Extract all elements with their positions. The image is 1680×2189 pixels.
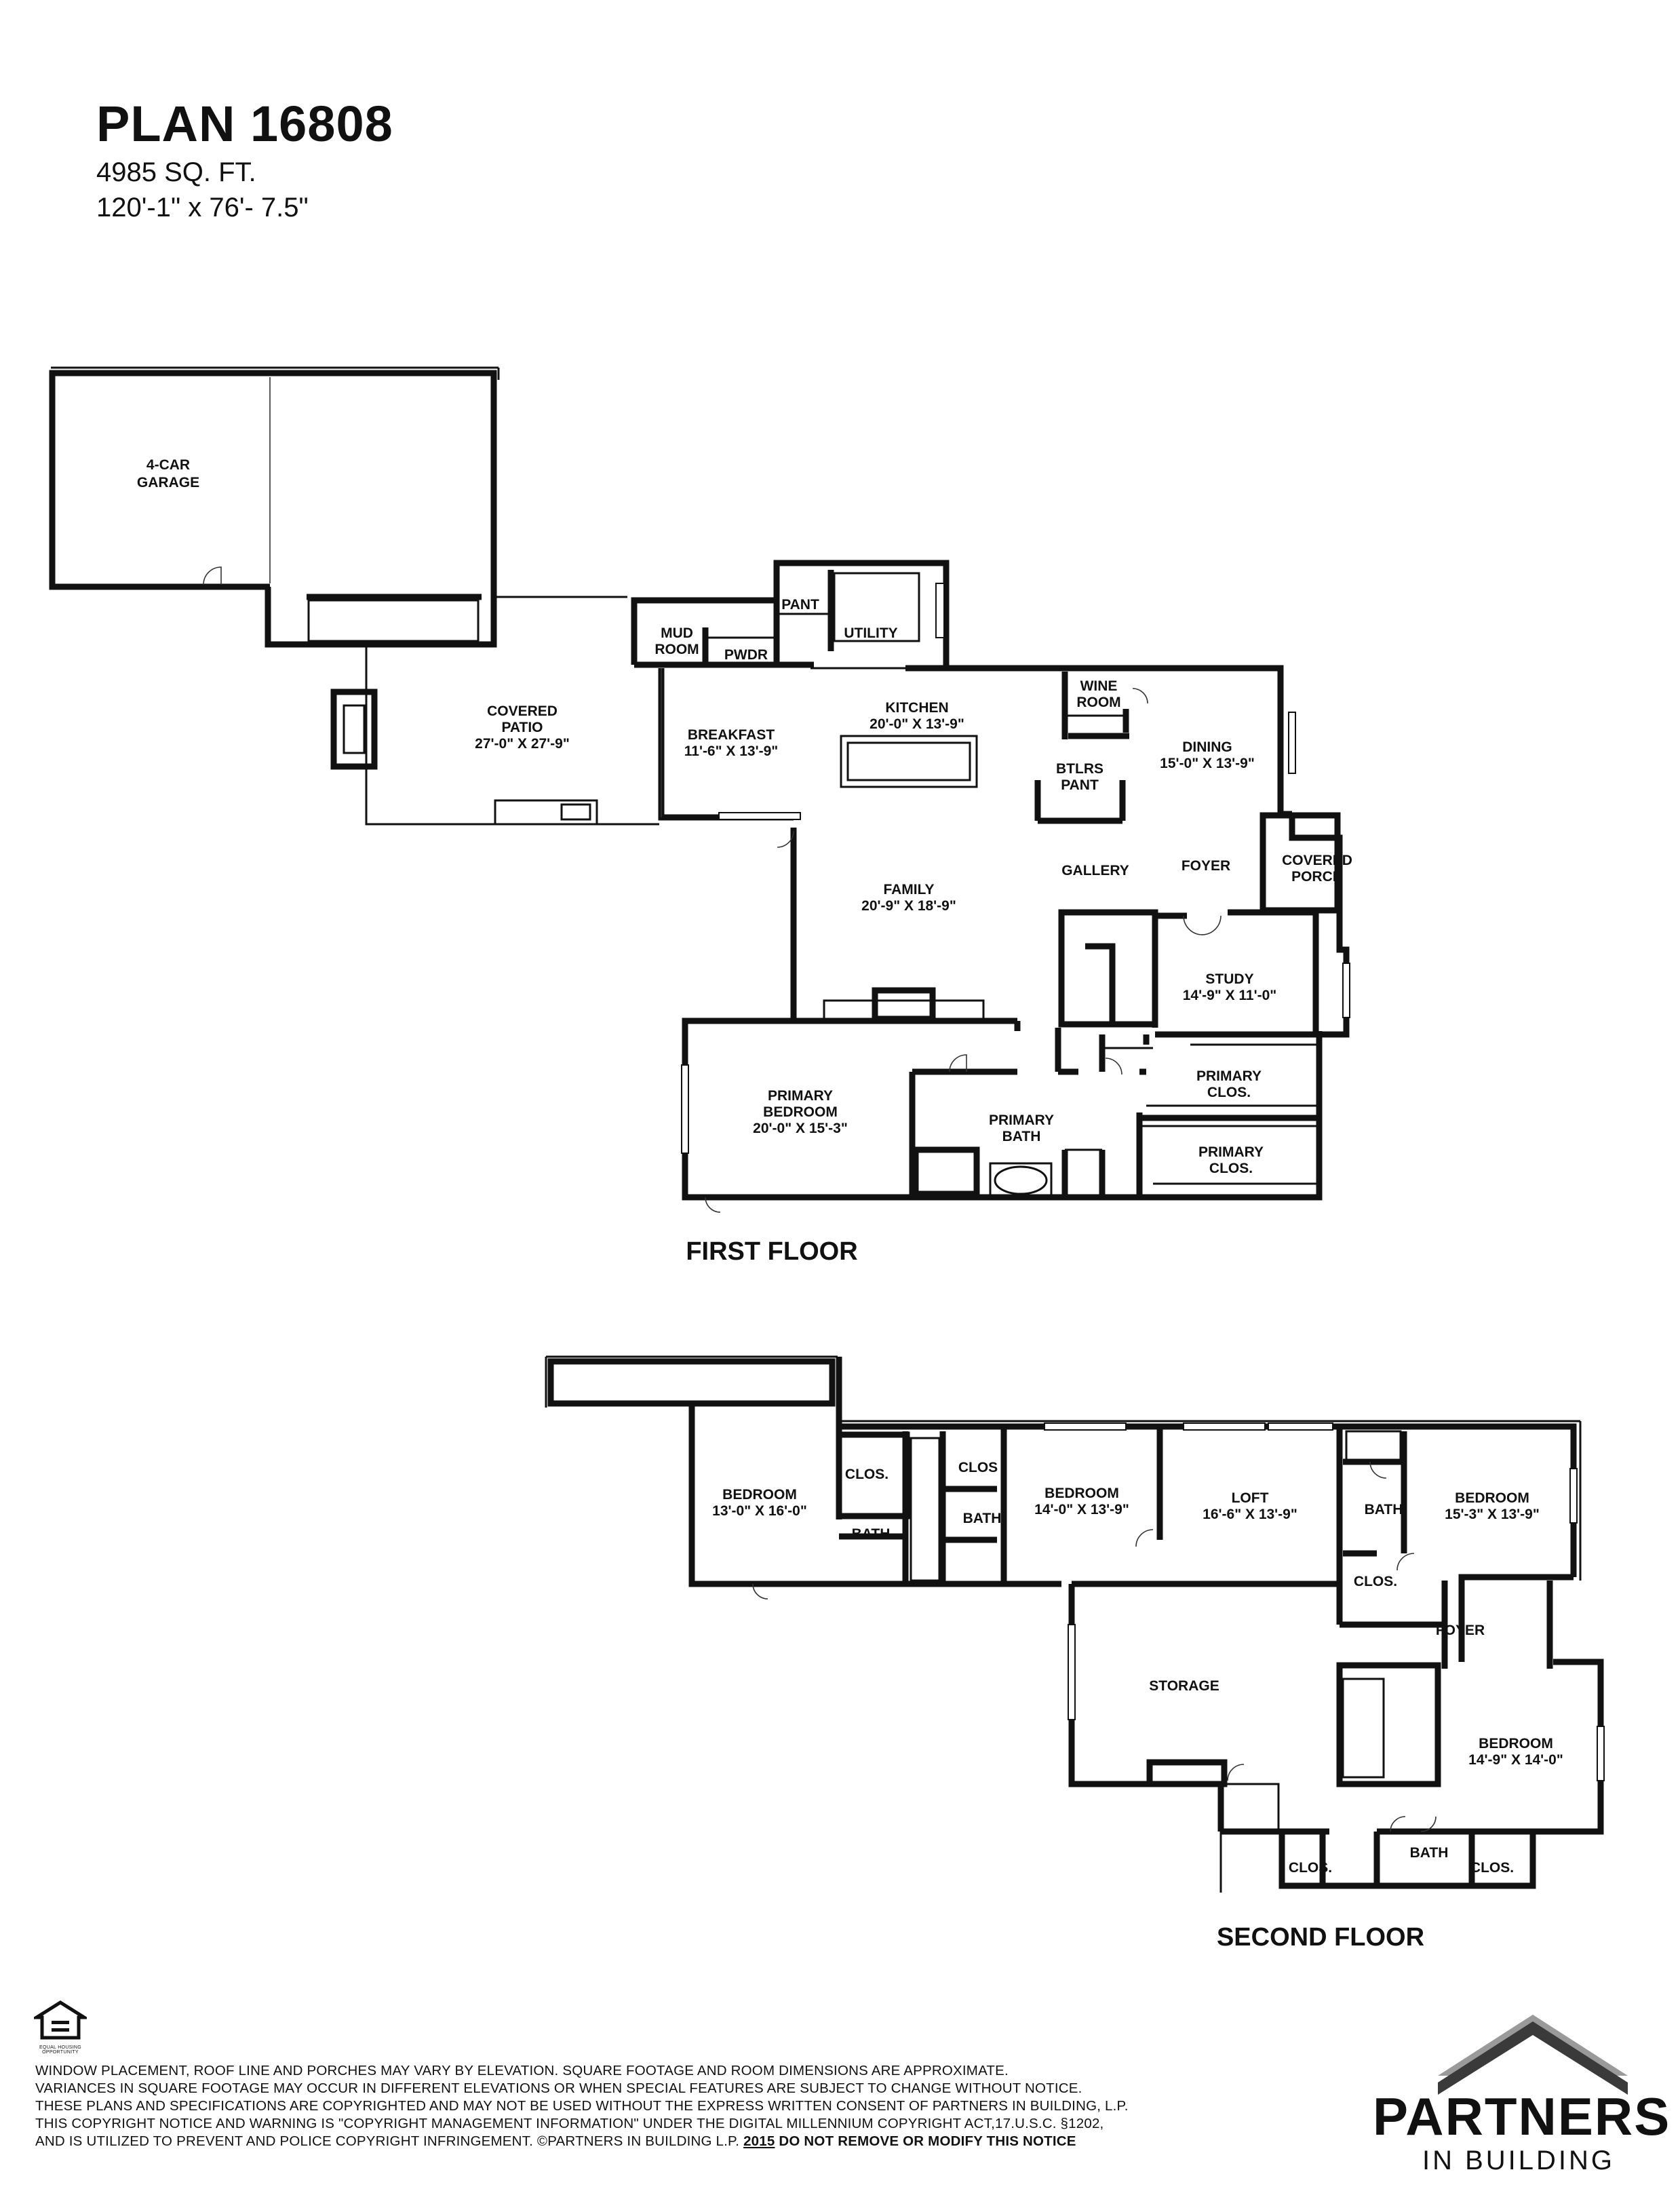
equal-housing-logo: EQUAL HOUSING OPPORTUNITY	[31, 2000, 90, 2055]
room-label-closet-5b: CLOS.	[1470, 1860, 1514, 1876]
equal-housing-icon	[31, 2000, 90, 2040]
partners-logo-subtitle: IN BUILDING	[1422, 2146, 1616, 2175]
copyright-year: 2015	[743, 2133, 775, 2149]
second-floor-walls	[545, 1355, 1605, 1893]
room-label-closet-4: CLOS.	[1354, 1574, 1397, 1589]
disclaimer-line-1: WINDOW PLACEMENT, ROOF LINE AND PORCHES …	[35, 2063, 1009, 2078]
room-label-bath-4: BATH	[1365, 1502, 1403, 1517]
copyright-disclaimer: WINDOW PLACEMENT, ROOF LINE AND PORCHES …	[35, 2062, 1358, 2150]
room-label-closet-2a: CLOS.	[845, 1467, 888, 1482]
roof-chevron-icon	[1438, 2015, 1628, 2095]
room-label-foyer: FOYER	[1181, 858, 1230, 874]
room-label-foyer-open: FOYER	[1436, 1623, 1485, 1638]
room-label-utility: UTILITY	[844, 625, 897, 641]
room-label-pwdr: PWDR	[724, 647, 768, 663]
room-label-bath-2a: BATH	[852, 1526, 891, 1542]
first-floor-walls	[49, 366, 1350, 1213]
disclaimer-line-2: VARIANCES IN SQUARE FOOTAGE MAY OCCUR IN…	[35, 2080, 1082, 2096]
equal-housing-caption: EQUAL HOUSING OPPORTUNITY	[39, 2045, 81, 2055]
plan-title: PLAN 16808	[96, 96, 393, 152]
first-floor-label: FIRST FLOOR	[686, 1237, 857, 1266]
plan-square-footage: 4985 SQ. FT.	[96, 157, 256, 187]
room-label-pant: PANT	[781, 597, 819, 613]
room-label-bath-5: BATH	[1410, 1845, 1449, 1861]
room-label-gallery: GALLERY	[1061, 863, 1129, 878]
room-label-closet-5a: CLOS.	[1289, 1860, 1332, 1876]
room-label-bath-2b: BATH	[963, 1511, 1002, 1526]
room-label-closet-2b: CLOS	[958, 1460, 998, 1475]
disclaimer-line-3: THESE PLANS AND SPECIFICATIONS ARE COPYR…	[35, 2098, 1129, 2114]
room-label-storage: STORAGE	[1149, 1678, 1219, 1694]
partners-logo-word: PARTNERS	[1373, 2087, 1671, 2146]
disclaimer-line-4: THIS COPYRIGHT NOTICE AND WARNING IS "CO…	[35, 2116, 1104, 2131]
plan-dimensions: 120'-1" x 76'- 7.5"	[96, 193, 309, 222]
second-floor-label: SECOND FLOOR	[1217, 1923, 1424, 1952]
disclaimer-line-5: AND IS UTILIZED TO PREVENT AND POLICE CO…	[35, 2133, 1076, 2149]
